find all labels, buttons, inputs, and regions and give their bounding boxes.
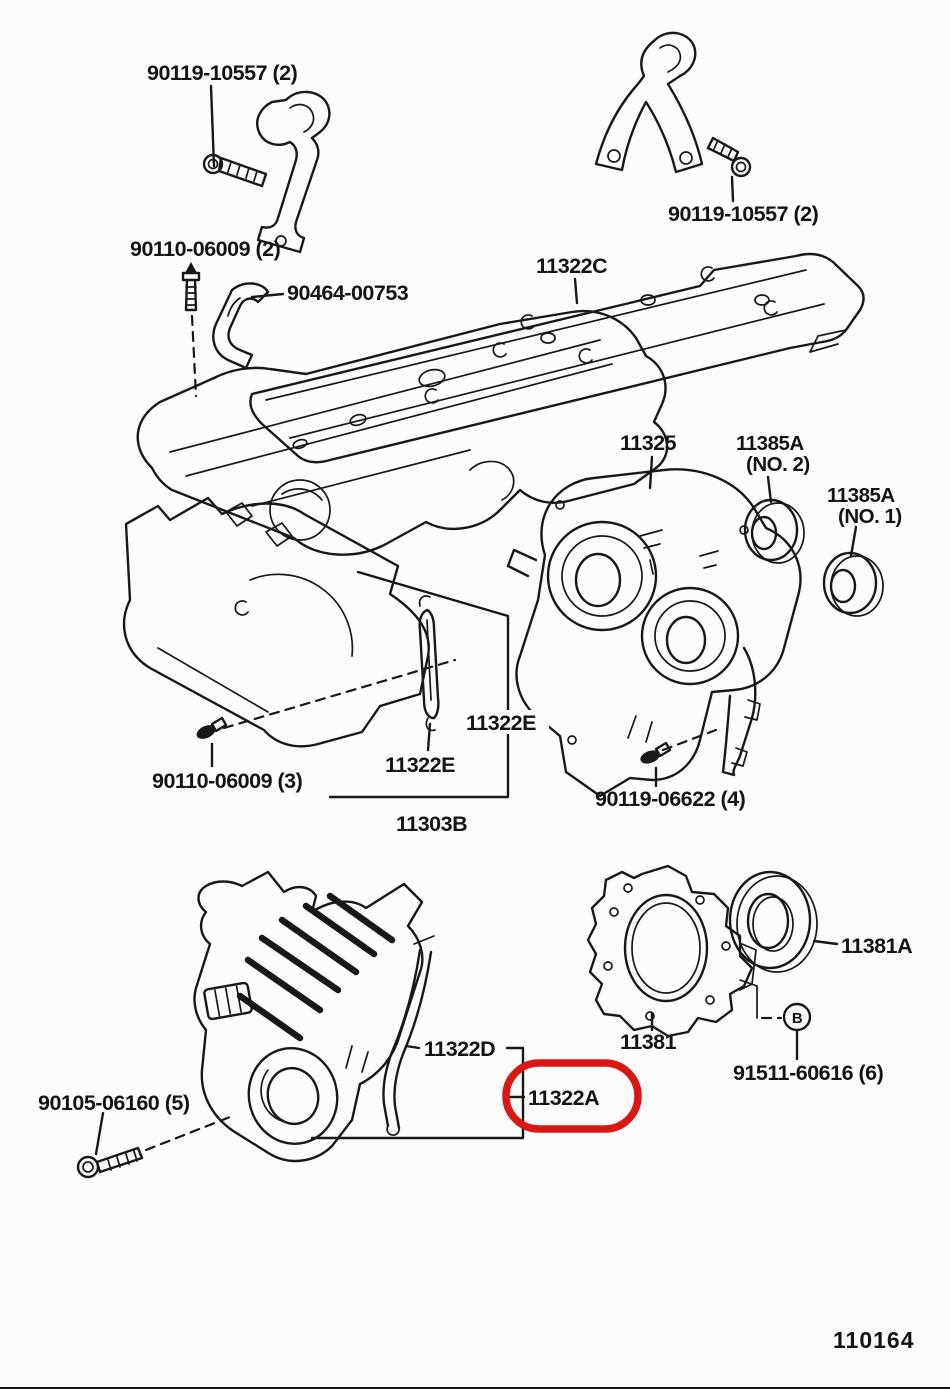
part-label-06009-2: 90110-06009 (2) (130, 237, 281, 261)
part-label-91511: 91511-60616 (6) (733, 1061, 884, 1085)
hook-bracket-left-drawing (256, 90, 331, 254)
leader-11325 (648, 455, 654, 490)
bolt-06160-drawing (76, 1146, 144, 1179)
leader-06622-dashed (661, 728, 718, 752)
leader-11385A-no1 (849, 525, 858, 558)
circled-b-label: B (792, 1010, 803, 1027)
label-backdrop (422, 1036, 506, 1059)
part-label-06160: 90105-06160 (5) (38, 1091, 190, 1115)
gasket-11322A-drawing (382, 935, 435, 1136)
leader-06160 (94, 1111, 105, 1156)
clamp-00753-drawing (212, 282, 270, 370)
bracket-11322E (328, 570, 510, 799)
part-label-11385A-no1-sub: (NO. 1) (838, 505, 902, 528)
part-label-06009-3: 90110-06009 (3) (152, 769, 303, 793)
part-label-11322E-left: 11322E (385, 753, 455, 777)
seal-11385A-no1-drawing (822, 551, 884, 617)
part-label-06622: 90119-06622 (4) (595, 787, 746, 811)
part-label-11322A: 11322A (528, 1086, 599, 1110)
leader-10557-right (730, 175, 735, 203)
part-label-11322C: 11322C (536, 254, 607, 278)
highlight-oval (502, 1059, 642, 1133)
y-bracket-drawing (594, 31, 704, 174)
part-label-11322E-right: 11322E (466, 711, 536, 735)
part-label-11325: 11325 (620, 431, 677, 455)
part-label-10557-left: 90119-10557 (2) (147, 61, 298, 85)
head-cover-drawing (136, 309, 669, 556)
cover-11322D-drawing (193, 870, 424, 1163)
leader-11385A-no2 (766, 475, 773, 504)
leader-06160-dashed (144, 1115, 232, 1152)
retainer-11381-drawing (586, 864, 757, 1038)
label-backdrop (463, 710, 549, 734)
leader-06009-3-dashed (222, 658, 457, 730)
part-label-11385A-no2: 11385A (736, 432, 804, 455)
leader-06009-2-dashed (190, 314, 198, 398)
leader-00753 (250, 292, 285, 299)
gasket-11322E-drawing (418, 595, 440, 732)
leader-11322C (573, 277, 579, 305)
cover-11325-drawing (506, 468, 802, 798)
leader-10557-left (209, 84, 216, 168)
part-label-11385A-no2-sub: (NO. 2) (746, 453, 810, 476)
leader-11381A (812, 939, 839, 946)
bolt-06009-3-drawing (196, 716, 228, 739)
part-label-11381A: 11381A (841, 934, 912, 958)
bolt-06622-drawing (640, 741, 672, 764)
part-label-11303B: 11303B (396, 812, 467, 836)
part-label-11385A-no1: 11385A (827, 484, 895, 507)
part-label-10557-right: 90119-10557 (2) (668, 202, 819, 226)
seal-11381A-drawing (728, 870, 818, 973)
part-label-00753: 90464-00753 (287, 281, 409, 305)
bolt-10557-right-drawing (706, 136, 752, 178)
cover-11322C-drawing (249, 252, 865, 464)
bracket-11322D (310, 1044, 526, 1140)
page-bottom-border (0, 1387, 950, 1389)
circled-b-group (739, 979, 812, 1061)
bolt-06009-2-drawing (181, 262, 201, 312)
part-label-11381: 11381 (620, 1030, 677, 1054)
diagram-code: 110164 (833, 1327, 914, 1353)
arch-cover-drawing (122, 496, 430, 748)
part-label-11322D: 11322D (424, 1037, 495, 1061)
